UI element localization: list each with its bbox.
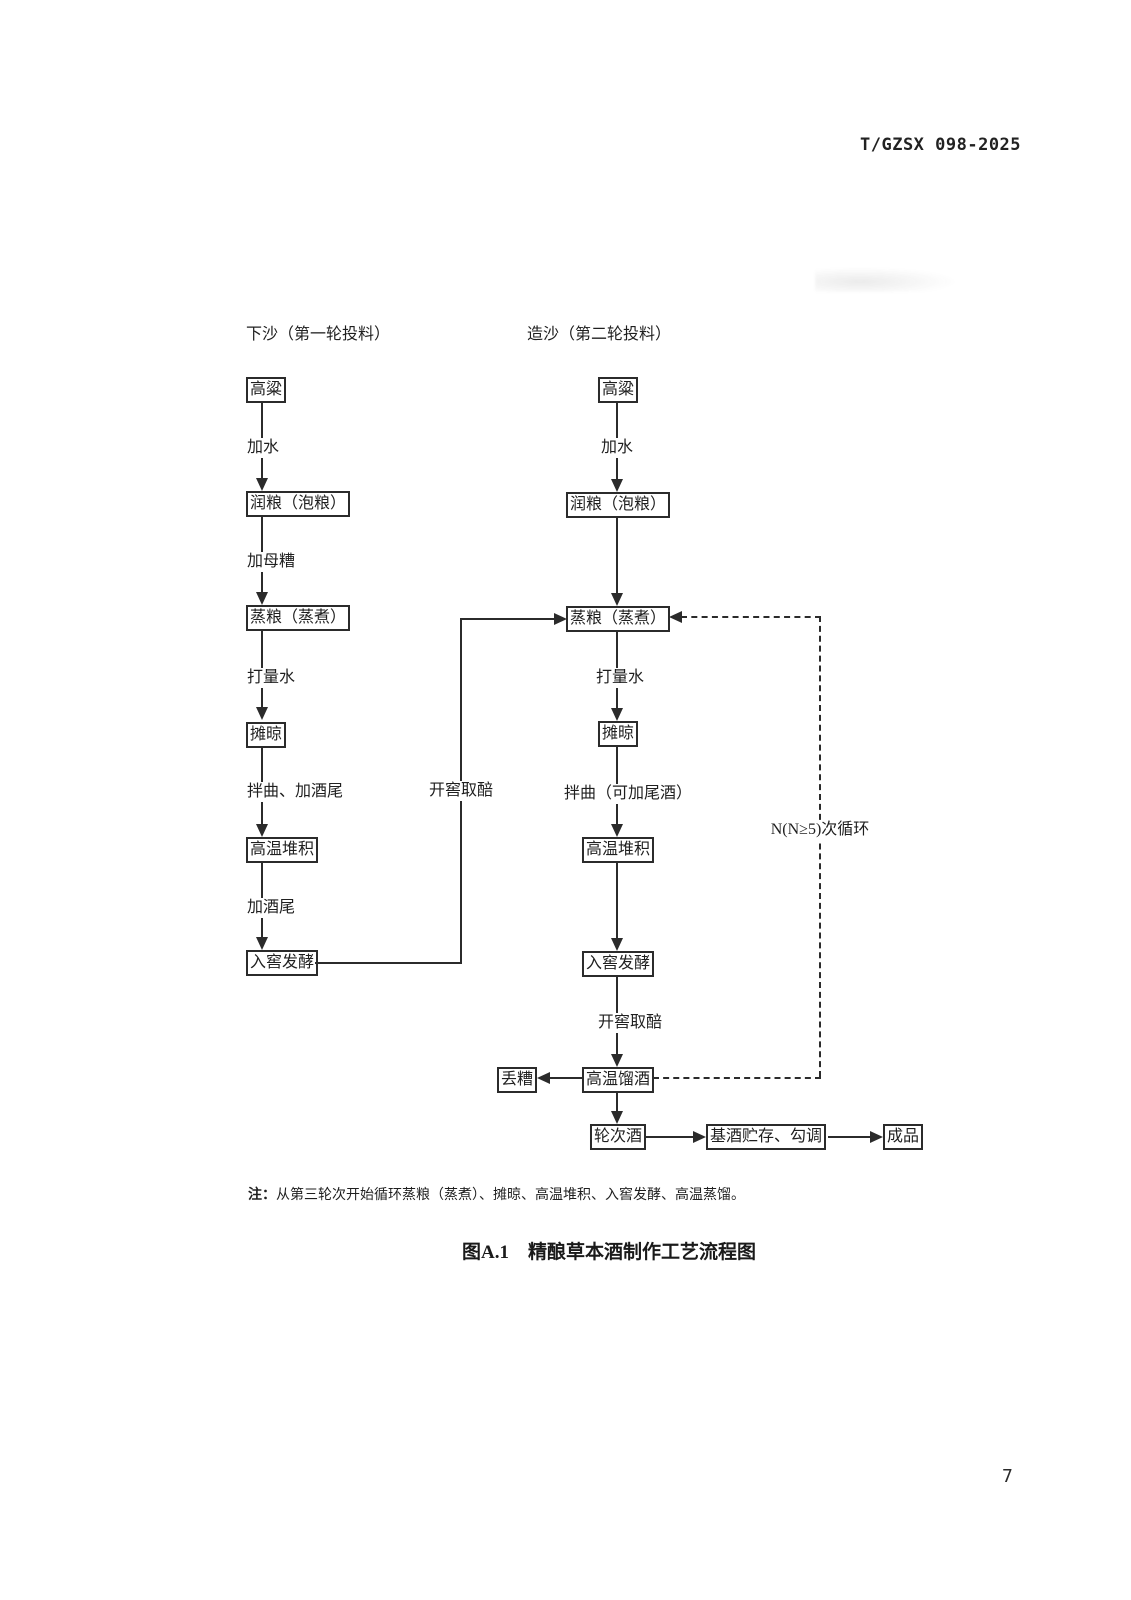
- node-left-steam-grain: 蒸粮（蒸煮）: [246, 605, 351, 631]
- arrow-right: [693, 1131, 706, 1143]
- node-right-hot-distillation: 高温馏酒: [581, 1067, 655, 1093]
- dashed-line-horizontal: [653, 1077, 821, 1079]
- arrow-down: [611, 824, 623, 837]
- dashed-line-vertical: [819, 616, 821, 1077]
- arrow-down: [256, 592, 268, 605]
- flow-line: [616, 1093, 618, 1112]
- arrow-down: [256, 937, 268, 950]
- arrow-down: [256, 478, 268, 491]
- figure-note-text: 从第三轮次开始循环蒸粮（蒸煮）、摊晾、高温堆积、入窖发酵、高温蒸馏。: [276, 1188, 745, 1203]
- loop-line-horizontal: [460, 618, 555, 620]
- node-left-sorghum: 高粱: [246, 377, 287, 403]
- edge-label-open-pit-right: 开窖取醅: [595, 1013, 665, 1033]
- node-right-sorghum: 高粱: [597, 377, 639, 403]
- arrow-left: [537, 1072, 550, 1084]
- node-right-spread-cool: 摊晾: [597, 721, 639, 747]
- flow-line: [646, 1136, 694, 1138]
- page-number: 7: [1002, 1466, 1013, 1487]
- edge-label-add-mother-mash: 加母糟: [245, 552, 298, 572]
- arrow-down: [611, 479, 623, 492]
- flow-line: [549, 1077, 584, 1079]
- arrow-down: [611, 593, 623, 606]
- flow-line: [828, 1136, 871, 1138]
- figure-note: 注：从第三轮次开始循环蒸粮（蒸煮）、摊晾、高温堆积、入窖发酵、高温蒸馏。: [248, 1184, 745, 1204]
- column-header-zaosha: 造沙（第二轮投料）: [527, 326, 672, 343]
- node-right-moisten-grain: 润粮（泡粮）: [565, 492, 671, 518]
- node-right-steam-grain: 蒸粮（蒸煮）: [565, 606, 671, 632]
- node-left-pit-fermentation: 入窖发酵: [246, 950, 319, 976]
- arrow-right: [554, 613, 567, 625]
- node-left-spread-cool: 摊晾: [246, 722, 287, 748]
- loop-line-horizontal: [315, 962, 462, 964]
- flow-line: [616, 863, 618, 939]
- node-left-moisten-grain: 润粮（泡粮）: [246, 491, 351, 517]
- node-right-pit-fermentation: 入窖发酵: [581, 951, 655, 977]
- node-discard-mash: 丢糟: [497, 1067, 538, 1093]
- scan-artifact: [815, 266, 965, 292]
- loop-label-n-cycles: N(N≥5)次循环: [768, 820, 872, 840]
- doc-code: T/GZSX 098-2025: [860, 135, 1022, 155]
- loop-label-open-pit: 开窖取醅: [426, 781, 496, 801]
- node-right-hot-stacking: 高温堆积: [581, 837, 655, 863]
- dashed-line-horizontal: [681, 616, 821, 618]
- figure-caption: 图A.1 精酿草本酒制作工艺流程图: [462, 1242, 756, 1263]
- edge-label-add-water-right: 加水: [598, 438, 636, 458]
- arrow-down: [256, 707, 268, 720]
- edge-label-add-water-left: 加水: [245, 438, 282, 458]
- edge-label-mix-qu-optional-tail: 拌曲（可加尾酒）: [561, 784, 695, 804]
- node-base-liquor-storage-blending: 基酒贮存、勾调: [706, 1124, 827, 1150]
- flow-line: [616, 518, 618, 594]
- arrow-down: [611, 1054, 623, 1067]
- node-left-hot-stacking: 高温堆积: [246, 837, 319, 863]
- arrow-down: [611, 1111, 623, 1124]
- edge-label-sprinkle-water-right: 打量水: [593, 668, 647, 688]
- figure-note-prefix: 注：: [248, 1188, 276, 1203]
- arrow-down: [611, 938, 623, 951]
- edge-label-mix-qu-add-tail-left: 拌曲、加酒尾: [245, 782, 346, 802]
- arrow-down: [256, 824, 268, 837]
- node-finished-product: 成品: [883, 1124, 924, 1150]
- arrow-left: [669, 611, 682, 623]
- arrow-right: [870, 1131, 883, 1143]
- column-header-xiasha: 下沙（第一轮投料）: [246, 326, 391, 343]
- edge-label-sprinkle-water-left: 打量水: [245, 668, 298, 688]
- edge-label-add-tail-liquor: 加酒尾: [245, 898, 298, 918]
- arrow-down: [611, 708, 623, 721]
- node-round-liquor: 轮次酒: [589, 1124, 647, 1150]
